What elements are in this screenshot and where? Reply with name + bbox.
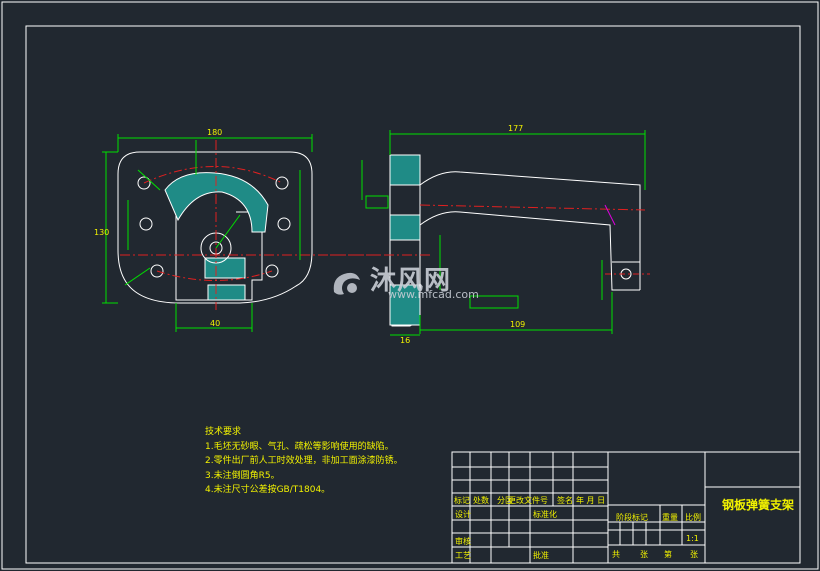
dim-front-bottom: 40 (210, 319, 221, 328)
sheet-inner-border (25, 25, 801, 564)
bolt-hole-bottom-left (150, 264, 164, 278)
dim-side-bottom: 109 (510, 320, 526, 329)
section-mark (604, 204, 616, 226)
tb-review: 审核 (455, 537, 471, 546)
dim-front-width: 180 (207, 128, 223, 137)
front-view (102, 134, 380, 332)
watermark: 沐风网 www.mfcad.com (330, 262, 500, 304)
tb-label-change-doc: 更改文件号 (508, 496, 548, 505)
side-flange-section-bottom (389, 284, 421, 326)
tb-label-sign: 签名 (557, 496, 573, 505)
side-view-arm-top (419, 171, 641, 290)
bolt-hole-bottom-right (265, 264, 279, 278)
front-view-dimensions (102, 134, 313, 332)
title-block (451, 451, 801, 564)
front-view-hook-section (164, 172, 269, 233)
technical-requirements: 技术要求 1.毛坯无砂眼、气孔、疏松等影响使用的缺陷。 2.零件出厂前人工时效处… (205, 425, 403, 498)
side-arm-centerline (419, 204, 646, 211)
tb-page: 第 (664, 550, 672, 559)
tech-req-heading: 技术要求 (205, 427, 242, 437)
tb-ratio: 比例 (685, 513, 701, 522)
tb-label-mark: 标记 (454, 496, 470, 505)
tb-approve: 批准 (533, 551, 549, 560)
tb-design: 设计 (455, 510, 471, 519)
tb-label-count: 处数 (473, 496, 489, 505)
watermark-url: www.mfcad.com (388, 288, 479, 301)
watermark-logo-icon (333, 272, 360, 295)
bolt-hole-mid-left (139, 217, 153, 231)
bolt-circle-arc-lower (156, 270, 273, 281)
side-view-arm-bottom (419, 211, 640, 291)
drawing-title: 钢板弹簧支架 (722, 498, 795, 512)
bolt-circle-arc (143, 166, 283, 184)
tb-process: 工艺 (455, 551, 471, 560)
tb-total: 共 (612, 550, 620, 559)
tb-weight: 重量 (662, 513, 678, 522)
tb-standardize: 标准化 (533, 510, 557, 519)
side-flange-section-top (389, 154, 421, 186)
tb-stage-mark: 阶段标记 (616, 513, 648, 522)
tb-label-zone: 分区 (497, 496, 513, 505)
side-view (330, 130, 650, 336)
side-view-dimensions (361, 130, 646, 336)
tb-label-date: 年 月 日 (576, 496, 606, 505)
bolt-hole-mid-right (277, 217, 291, 231)
tech-req-item: 2.零件出厂前人工时效处理，非加工面涂漆防锈。 (205, 456, 403, 466)
dim-side-left: 16 (400, 336, 411, 345)
tech-req-item: 1.毛坯无砂眼、气孔、疏松等影响使用的缺陷。 (205, 441, 394, 452)
watermark-brand: 沐风网 (370, 266, 452, 296)
dim-front-height: 130 (94, 228, 110, 237)
bolt-hole-top-right (275, 176, 289, 190)
tb-sheet: 张 (640, 550, 648, 559)
dim-side-length: 177 (508, 124, 524, 133)
side-flange-section-mid (389, 214, 421, 241)
tb-page-unit: 张 (690, 550, 698, 559)
front-view-base-section (207, 284, 246, 301)
tb-scale-value: 1:1 (686, 534, 699, 543)
tech-req-item: 3.未注倒圆角R5。 (205, 470, 280, 481)
front-view-bottom-section (204, 257, 246, 279)
front-view-outline (117, 151, 313, 304)
bolt-hole-top-left (137, 176, 151, 190)
tech-req-item: 4.未注尺寸公差按GB/T1804。 (205, 485, 331, 495)
